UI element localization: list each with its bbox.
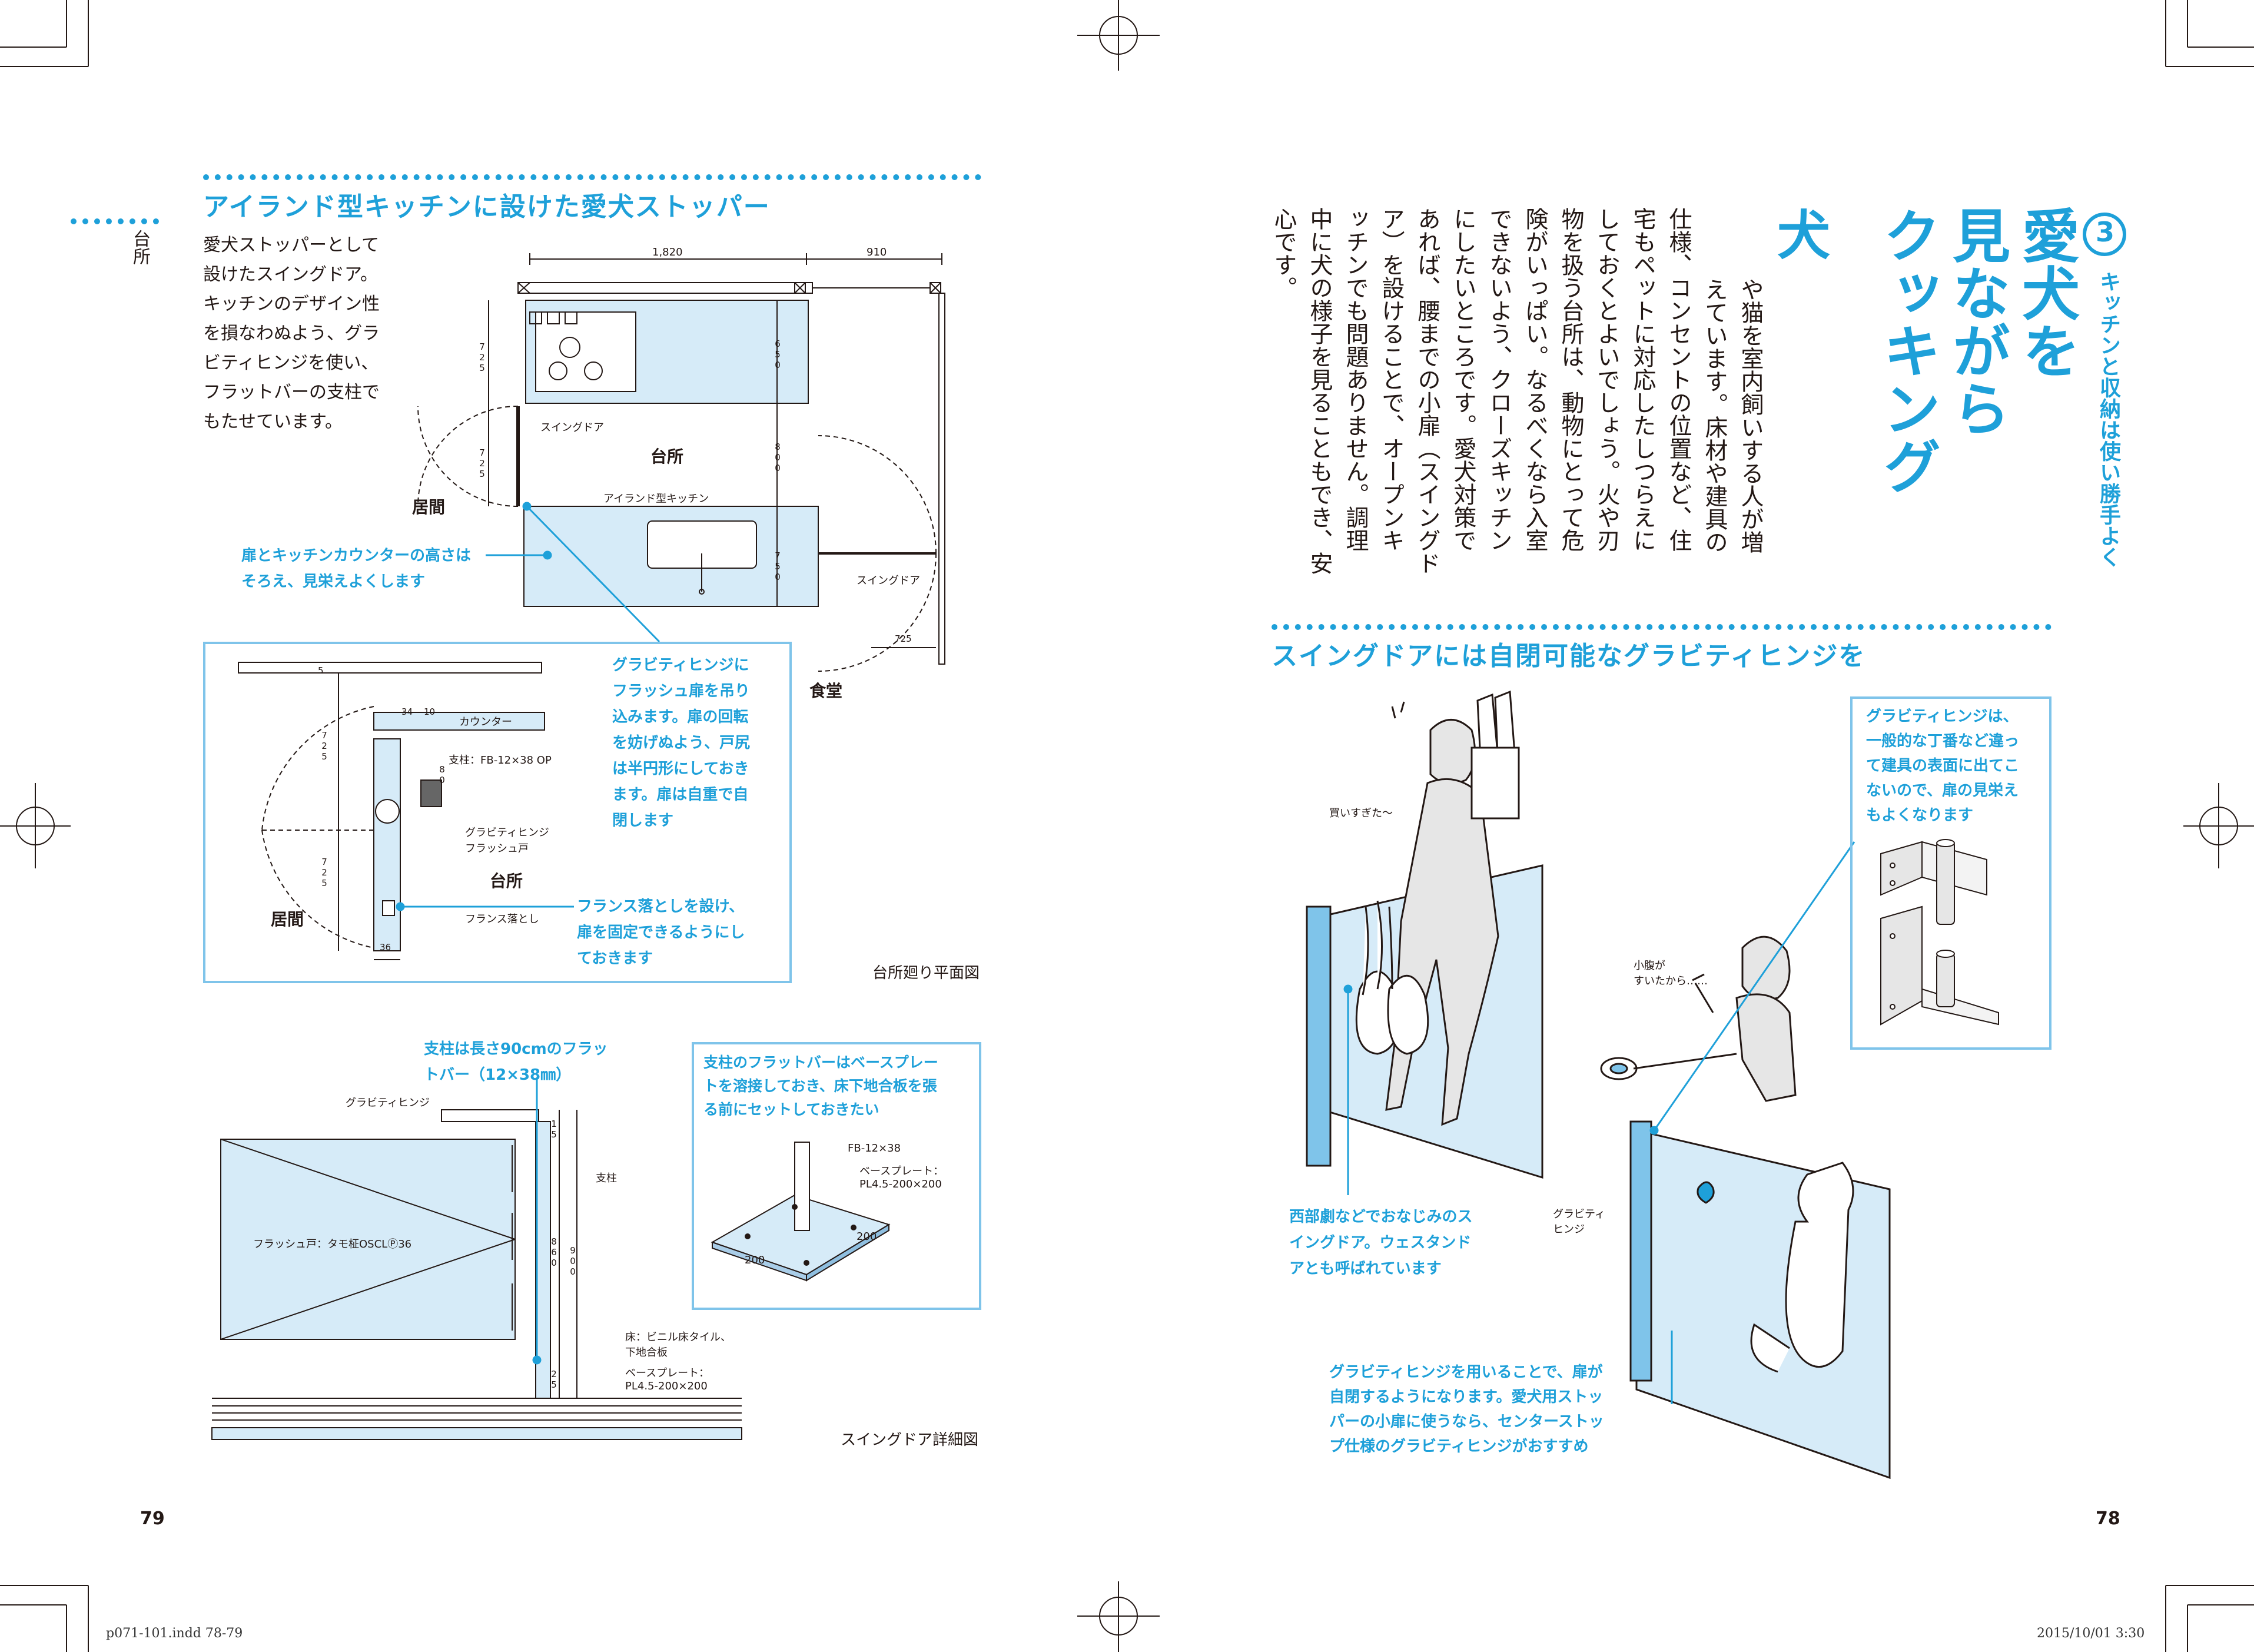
- hinge-callout-box: [1850, 696, 2051, 1050]
- dim-800: 800: [772, 442, 783, 473]
- speech-shopper: 買いすぎた〜: [1329, 807, 1393, 820]
- inset-dim-36: 36: [380, 942, 391, 953]
- inset-label-hinge: グラビティヒンジ: [465, 827, 549, 839]
- detail-label-floor: 床：ビニル床タイル、下地合板: [625, 1331, 731, 1359]
- illustration-cook-dog: [1600, 841, 1891, 1479]
- dim-725-c: 725: [895, 633, 912, 644]
- detail-label-post: 支柱: [596, 1172, 617, 1185]
- plan-caption: 台所廻り平面図: [872, 964, 980, 982]
- detail-dim-25: 25: [549, 1369, 559, 1390]
- intro-text: 愛犬ストッパーとして設けたスイングドア。 キッチンのデザイン性を損なわぬよう、グ…: [203, 235, 380, 432]
- base-plate-drawing: [711, 1142, 891, 1282]
- base-plate-callout-box: [692, 1042, 981, 1310]
- detail-dim-15: 15: [549, 1119, 559, 1140]
- kitchen-plan-drawing: [417, 253, 945, 672]
- inset-dim-10: 10: [424, 706, 436, 717]
- section-rule-left: [71, 218, 159, 224]
- label-kitchen: 台所: [650, 447, 684, 466]
- label-island-kitchen: アイランド型キッチン: [603, 493, 709, 505]
- box-dim-200-a: 200: [745, 1254, 765, 1266]
- chapter-badge-number: 3: [2096, 216, 2115, 248]
- detail-caption: スイングドア詳細図: [841, 1431, 979, 1449]
- callout-post-length: 支柱は長さ90cmのフラットバー（12×38㎜）: [424, 1040, 608, 1084]
- inset-label-bolt: フランス落とし: [465, 913, 539, 925]
- inset-label-post: 支柱：FB-12×38 OP: [449, 754, 552, 767]
- page-number-right: 78: [2096, 1508, 2120, 1529]
- speech-cook: 小腹がすいたから……: [1634, 960, 1708, 987]
- callout-hinge-bottom: グラビティヒンジを用いることで、扉が自閉するようになります。愛犬用ストッ パーの…: [1329, 1364, 1604, 1455]
- label-dining: 食堂: [809, 681, 843, 701]
- slug-timestamp: 2015/10/01 3:30: [2037, 1626, 2145, 1641]
- callout-bolt-inset: フランス落としを設け、扉を固定できるようにし ておきます: [577, 898, 745, 967]
- box-dim-200-b: 200: [857, 1230, 877, 1243]
- detail-dim-900: 900: [567, 1245, 578, 1277]
- label-swing-door-2: スイングドア: [857, 575, 920, 587]
- slug-file: p071-101.indd 78-79: [106, 1626, 243, 1641]
- callout-counter-height: 扉とキッチンカウンターの高さはそろえ、見栄えよくします: [241, 547, 472, 591]
- inset-dim-725-b: 725: [319, 857, 330, 888]
- label-swing-door-1: スイングドア: [540, 422, 604, 434]
- dim-750: 750: [772, 550, 783, 582]
- inset-dim-34: 34: [401, 706, 413, 717]
- inset-label-living: 居間: [271, 910, 304, 929]
- swing-door-detail-drawing: [211, 1077, 742, 1440]
- page-number-left: 79: [140, 1508, 165, 1529]
- dim-1820: 1,820: [652, 246, 683, 258]
- box-label-fb: FB-12×38: [848, 1142, 901, 1155]
- detail-label-hinge: グラビティヒンジ: [346, 1097, 430, 1109]
- chapter-subtitle: キッチンと収納は使い勝手よく: [2096, 271, 2120, 568]
- inset-detail-box: [203, 642, 792, 983]
- dim-650: 650: [772, 339, 783, 370]
- inset-detail-drawing: [238, 662, 545, 960]
- inset-label-counter: カウンター: [459, 716, 512, 728]
- dim-910: 910: [867, 246, 887, 258]
- chapter-badge: [2083, 213, 2126, 256]
- inset-label-flush: フラッシュ戸: [465, 842, 529, 855]
- callout-leaders-plan: [486, 502, 660, 643]
- inset-label-kitchen: 台所: [490, 871, 523, 891]
- hinge-product-drawing: [1880, 839, 1999, 1026]
- heading1: アイランド型キッチンに設けた愛犬ストッパー: [203, 192, 771, 222]
- inset-dim-80: 80: [437, 764, 447, 785]
- detail-label-base: ベースプレート：PL4.5-200×200: [625, 1367, 710, 1392]
- detail-dim-860: 860: [549, 1236, 559, 1268]
- callout-leaders-inset: [396, 902, 574, 911]
- drop-cap: 犬: [1768, 207, 1830, 260]
- illustration-shopper: [1306, 690, 1543, 1195]
- callout-western-door: 西部劇などでおなじみのスイングドア。ウェスタンド アとも呼ばれています: [1289, 1208, 1473, 1278]
- callout-hinge-box: グラビティヒンジは、一般的な丁番など違っ て建具の表面に出てこないので、扉の見栄…: [1866, 708, 2020, 824]
- callout-base-plate: 支柱のフラットバーはベースプレートを溶接しておき、床下地合板を張 る前にセットし…: [703, 1054, 938, 1118]
- heading2: スイングドアには自閉可能なグラビティヒンジを: [1272, 641, 1866, 671]
- body-text: や猫を室内飼いする人が増 えています。床材や建具の 仕様、コンセントの位置など、…: [1270, 207, 1764, 575]
- section-label: 台所: [130, 230, 150, 265]
- dim-725-a: 725: [477, 341, 487, 373]
- detail-label-flush: フラッシュ戸：タモ柾OSCLⓅ36: [253, 1238, 412, 1250]
- box-label-base: ベースプレート：PL4.5-200×200: [859, 1165, 944, 1190]
- label-living: 居間: [412, 497, 446, 517]
- callout-hinge-inset: グラビティヒンジにフラッシュ扉を吊り 込みます。扉の回転を妨げぬよう、戸尻 は半…: [612, 656, 751, 830]
- heading2-rule: [1272, 624, 2051, 630]
- heading1-rule: [203, 174, 981, 180]
- inset-dim-5: 5: [318, 665, 324, 676]
- label-gravity-hinge-illus: グラビティヒンジ: [1553, 1208, 1605, 1236]
- dim-725-b: 725: [477, 447, 487, 479]
- article-title: 愛犬を 見ながら クッキング: [1873, 206, 2079, 495]
- inset-dim-725-a: 725: [319, 730, 330, 762]
